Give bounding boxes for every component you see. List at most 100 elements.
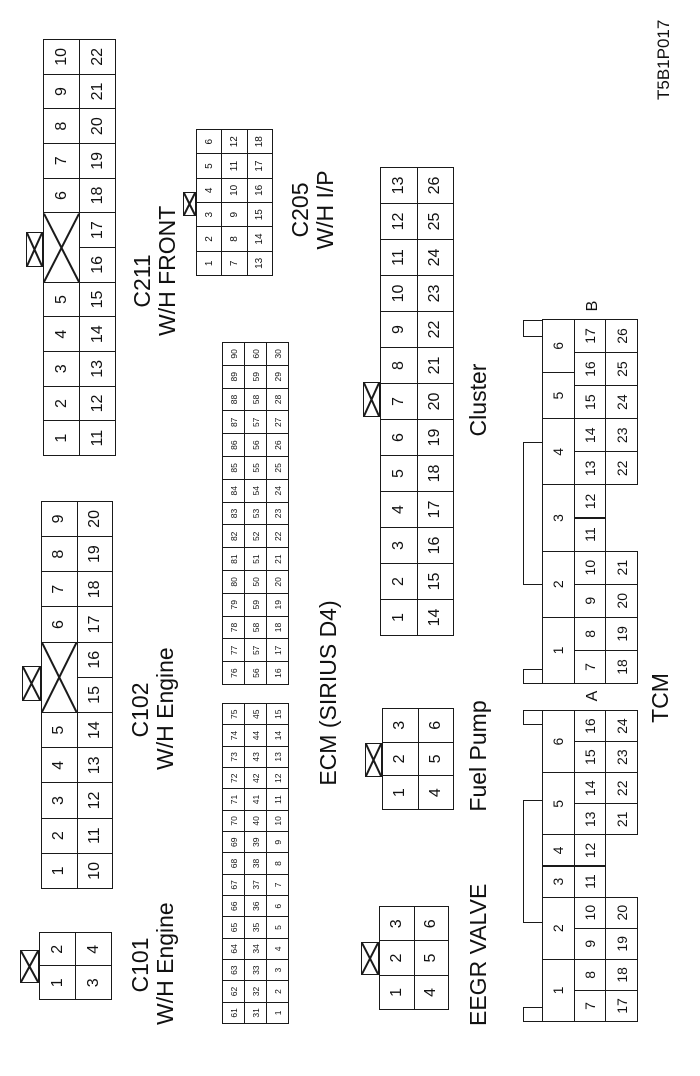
tcm-b-pin: 2 [542,550,575,618]
ecm-right-pin: 56 [244,433,267,457]
pin-number: 75 [228,709,239,719]
pin-number: 6 [52,191,70,200]
pin-number: 24 [613,394,630,410]
pin-number: 84 [228,485,239,496]
pin-number: 3 [52,364,70,374]
ecm-left-pin: 41 [244,788,267,811]
tcm-a-pin: 24 [605,710,639,743]
pin-number: 65 [228,922,239,933]
c102-pin: 11 [76,817,113,854]
pin-number: 14 [85,721,103,740]
tcm-a-pin: 19 [605,927,639,960]
c205-pin: 1 [196,250,223,276]
ecm-left-pin: 40 [244,809,267,833]
pin-number: 23 [613,427,630,444]
ecm-right-pin: 50 [244,570,267,594]
ecm-right-pin: 57 [244,638,267,663]
c102-pin: 17 [76,606,113,643]
tcm-b-pin: 26 [605,318,639,353]
pin-number: 41 [250,794,261,805]
pin-number: 4 [550,846,567,855]
ecm-left-pin: 5 [266,916,289,939]
pin-number: 11 [85,827,103,845]
cluster-pin: 2 [380,563,418,600]
pin-number: 25 [426,212,444,231]
pin-number: 29 [272,371,283,382]
connector-harness: W/H FRONT [154,205,180,336]
pin-number: 2 [203,236,215,242]
tcm-housing-tab [523,1007,543,1022]
c211-pin: 2 [43,385,80,422]
cluster-pin: 19 [416,419,454,456]
pin-number: 7 [272,882,283,888]
cluster-pin: 5 [380,455,418,492]
cluster-pin: 24 [416,239,454,276]
c102-pin: 1 [41,852,78,889]
tcm-a-pin: 11 [573,865,607,898]
tcm-a-pin: 3 [542,865,575,898]
fuel-pump-pin: 2 [382,741,419,777]
connector-harness: W/H Engine [152,647,178,770]
tcm-a-pin: 22 [605,772,639,805]
pin-number: 11 [88,429,106,447]
c211-pin: 4 [43,316,80,352]
pin-number: 17 [85,615,103,634]
tcm-a-pin: 6 [542,710,575,774]
pin-number: 31 [250,1008,261,1018]
fuel-pump-pin: 5 [417,741,454,777]
c205-pin: 14 [246,226,273,252]
pin-number: 14 [582,780,599,797]
tcm-b-pin: 21 [605,550,639,585]
cluster-pin: 13 [380,167,418,204]
cluster-pin: 11 [380,239,418,276]
pin-number: 2 [48,944,66,954]
c102-pin: 12 [76,782,113,819]
cluster-pin: 7 [380,383,418,420]
pin-number: 2 [550,580,567,589]
ecm-left-pin: 67 [222,873,245,897]
tcm-housing-tab [523,800,543,923]
pin-number: 16 [88,255,106,274]
ecm-right-pin: 84 [222,478,245,503]
ecm-left-pin: 35 [244,916,267,939]
tcm-side-b-label: B [584,300,601,312]
pin-number: 5 [52,295,70,304]
tcm-b-pin: 12 [573,484,607,519]
tcm-b-pin: 11 [573,517,607,552]
c102-pin: 9 [41,500,78,537]
c102-pin: 10 [76,852,113,889]
pin-number: 5 [426,754,444,764]
ecm-left-pin: 66 [222,895,245,918]
pin-number: 70 [228,816,239,826]
pin-number: 88 [228,394,239,405]
pin-number: 20 [272,577,283,587]
tcm-housing-tab [523,320,543,337]
tcm-b-pin: 22 [605,451,639,486]
pin-number: 10 [52,47,70,66]
pin-number: 8 [50,549,68,559]
pin-number: 21 [272,554,283,564]
pin-number: 74 [228,730,239,741]
pin-number: 87 [228,417,239,428]
pin-number: 57 [250,645,261,656]
pin-number: 16 [426,536,444,555]
ecm-left-pin: 36 [244,895,267,918]
c205-pin: 17 [246,153,273,179]
pin-number: 10 [582,904,599,921]
pin-number: 45 [250,709,261,719]
c211-pin: 21 [79,73,116,110]
cluster-pin: 4 [380,491,418,528]
pin-number: 36 [250,901,261,911]
pin-number: 61 [228,1008,239,1018]
ecm-right-pin: 27 [266,410,289,435]
pin-number: 53 [250,508,261,519]
fuel-pump-label: Fuel Pump [465,700,491,812]
c205-pin: 5 [196,153,223,179]
pin-number: 26 [272,440,283,450]
pin-number: 14 [426,608,444,627]
ecm-left-pin: 6 [266,895,289,918]
ecm-left-pin: 65 [222,916,245,939]
pin-number: 34 [250,944,261,954]
tcm-b-pin: 15 [573,385,607,420]
pin-number: 5 [550,391,567,400]
